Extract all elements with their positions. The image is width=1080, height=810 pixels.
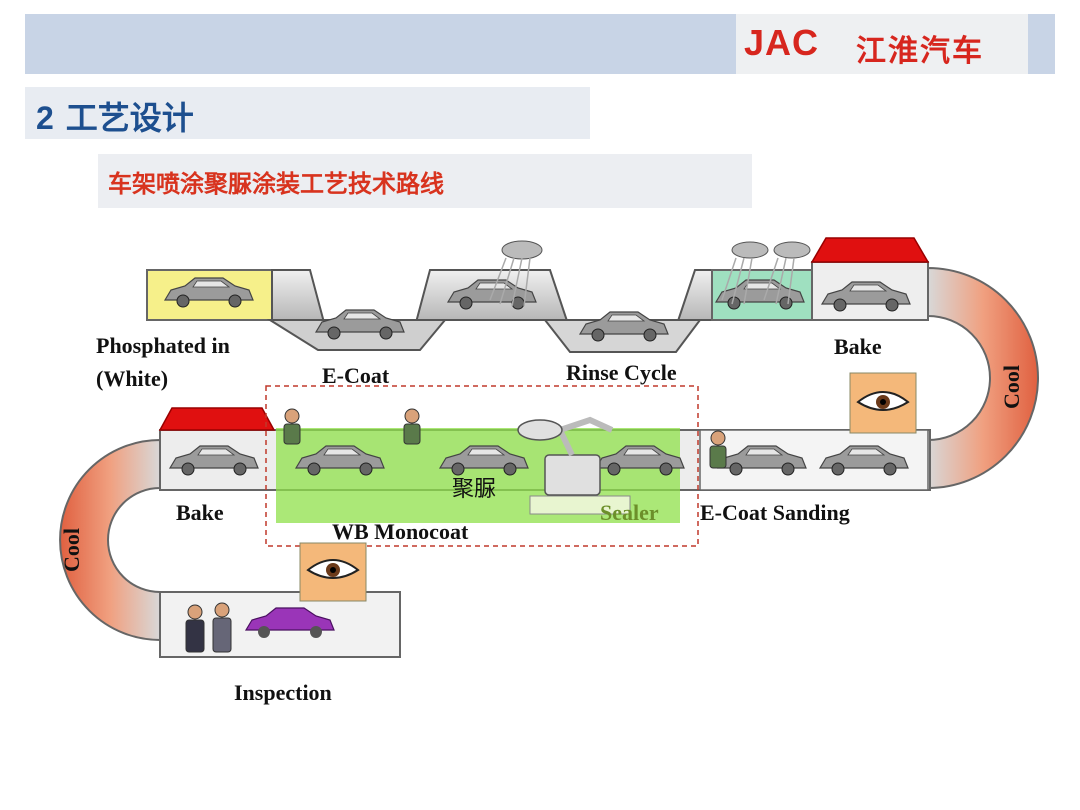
logo-box bbox=[736, 14, 1028, 74]
subtitle: 车架喷涂聚脲涂装工艺技术路线 bbox=[108, 171, 444, 198]
car-icon bbox=[244, 607, 335, 638]
label-bake-top: Bake bbox=[834, 334, 882, 359]
logo-jac: JAC bbox=[744, 22, 820, 63]
section-title: 2 工艺设计 bbox=[36, 93, 206, 139]
label-phosphated-white: (White) bbox=[96, 366, 169, 391]
label-ecoat: E-Coat bbox=[322, 363, 390, 388]
label-ecoat-sanding: E-Coat Sanding bbox=[700, 500, 850, 525]
label-cool-left: Cool bbox=[59, 528, 84, 572]
eye-icon bbox=[299, 542, 367, 602]
label-bake-left: Bake bbox=[176, 500, 224, 525]
dashed-region bbox=[265, 385, 699, 547]
label-phosphated: Phosphated in bbox=[96, 333, 230, 358]
shower-icon bbox=[721, 241, 811, 305]
section-number: 2 bbox=[36, 100, 54, 136]
shower-icon bbox=[489, 240, 543, 307]
label-rinse-cycle: Rinse Cycle bbox=[566, 360, 677, 385]
cool-arc-right bbox=[927, 266, 1039, 490]
sealer-platform bbox=[529, 495, 631, 515]
section-bar bbox=[25, 87, 590, 139]
robot-icon bbox=[517, 416, 614, 496]
subtitle-bar bbox=[98, 154, 752, 208]
label-sealer: Sealer bbox=[600, 500, 659, 525]
eye-icon bbox=[849, 372, 917, 434]
label-wb-monocoat: WB Monocoat bbox=[332, 519, 469, 544]
cool-arc-left bbox=[59, 438, 161, 642]
polyurea-label: 聚脲 bbox=[452, 476, 497, 501]
section-label: 工艺设计 bbox=[65, 100, 194, 136]
worker-icon bbox=[185, 408, 727, 653]
label-cool-right: Cool bbox=[999, 365, 1024, 409]
label-inspection: Inspection bbox=[234, 680, 332, 705]
logo-cn: 江淮汽车 bbox=[856, 35, 984, 68]
